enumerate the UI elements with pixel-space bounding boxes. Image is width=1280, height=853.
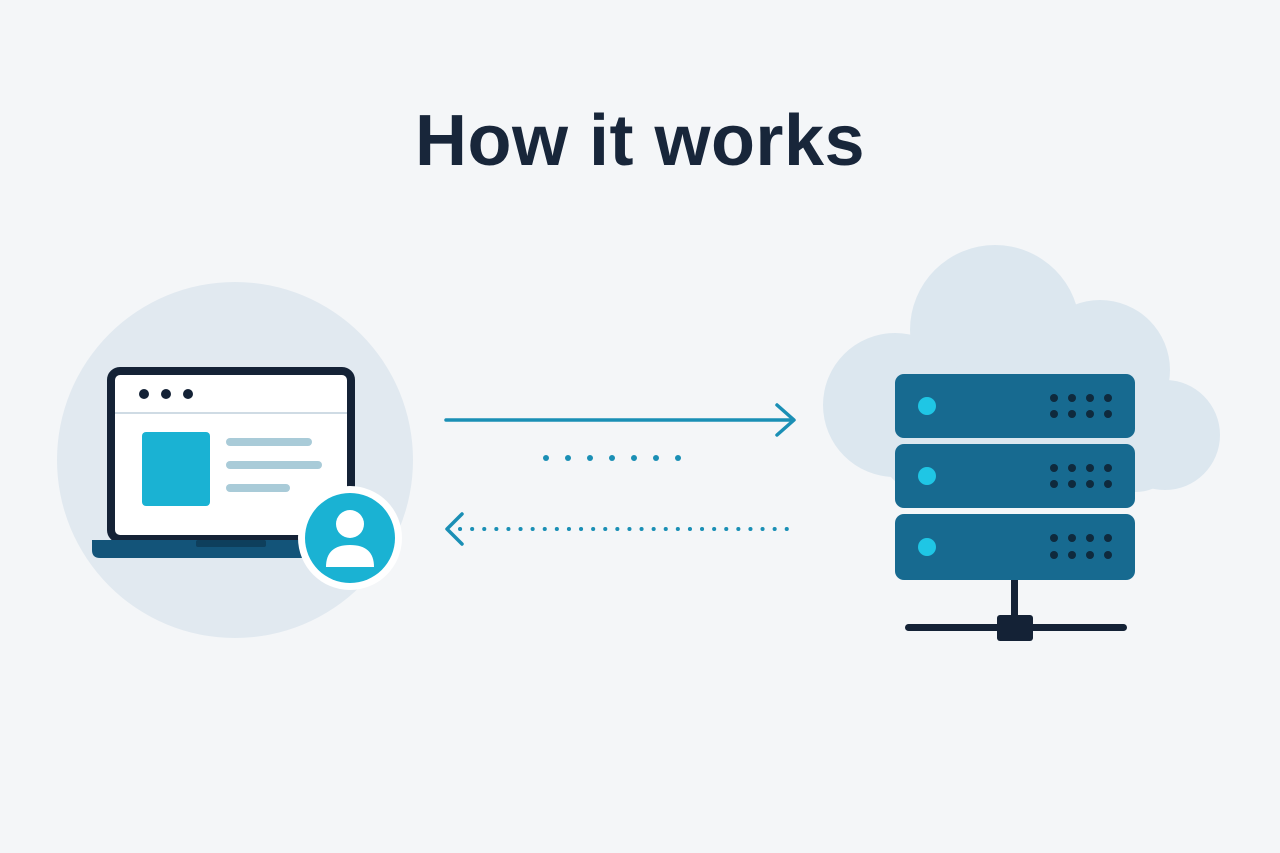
- client-group: [57, 282, 413, 638]
- server-unit: [895, 514, 1135, 580]
- network-connector: [905, 580, 1127, 641]
- request-arrow: [444, 403, 796, 437]
- processing-dots: [543, 455, 681, 461]
- user-avatar-icon: [298, 486, 402, 590]
- diagram-title: How it works: [414, 101, 866, 181]
- response-arrow: [445, 512, 794, 546]
- server-unit: [895, 444, 1135, 508]
- server-rack-icon: [895, 374, 1135, 641]
- server-unit: [895, 374, 1135, 438]
